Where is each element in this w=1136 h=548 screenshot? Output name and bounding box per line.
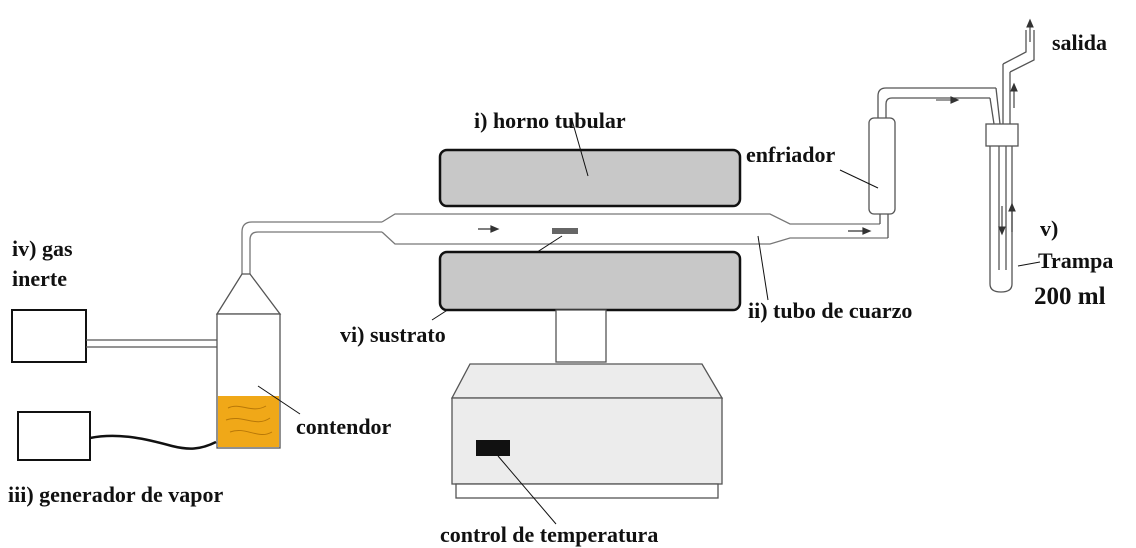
control-top	[450, 363, 724, 399]
contendor-leader	[257, 385, 301, 415]
tubo-cuarzo	[381, 213, 888, 245]
label-salida: salida	[1052, 30, 1107, 55]
label-sustrato: vi) sustrato	[340, 322, 446, 347]
support-column	[555, 309, 607, 363]
sustrato	[552, 228, 578, 234]
tube-flow-arrows	[478, 225, 872, 235]
label-gas-1: iv) gas	[12, 236, 73, 261]
trampa-leader	[1017, 261, 1041, 267]
label-generador: iii) generador de vapor	[8, 482, 224, 507]
trampa-flow-arrows	[998, 18, 1034, 236]
enfriador	[868, 87, 996, 238]
label-trampa-2: Trampa	[1038, 248, 1113, 273]
label-contendor: contendor	[296, 414, 392, 439]
generador-cable	[89, 434, 217, 450]
horno-leader	[571, 119, 589, 177]
label-gas-2: inerte	[12, 266, 67, 291]
control-leader	[497, 455, 557, 525]
label-control: control de temperatura	[440, 522, 658, 547]
control-base	[455, 483, 719, 499]
enfriador-flow-arrow	[936, 96, 960, 104]
label-trampa-1: v)	[1040, 216, 1058, 241]
trampa	[985, 30, 1035, 293]
tubo-leader	[757, 235, 769, 301]
contendor-liquid	[218, 396, 279, 447]
control-display	[476, 440, 510, 456]
tubo-inlet-elbow	[241, 221, 382, 241]
label-trampa-3: 200 ml	[1034, 283, 1106, 310]
gas-inerte-box	[11, 309, 87, 363]
enfriador-leader	[839, 169, 879, 189]
label-enfriador: enfriador	[746, 142, 835, 167]
contendor-bottle	[215, 232, 282, 449]
horno-upper	[438, 148, 742, 208]
label-horno: i) horno tubular	[474, 108, 626, 133]
horno-lower	[438, 250, 742, 312]
generador-vapor-box	[17, 411, 91, 461]
label-tubo: ii) tubo de cuarzo	[748, 298, 912, 323]
